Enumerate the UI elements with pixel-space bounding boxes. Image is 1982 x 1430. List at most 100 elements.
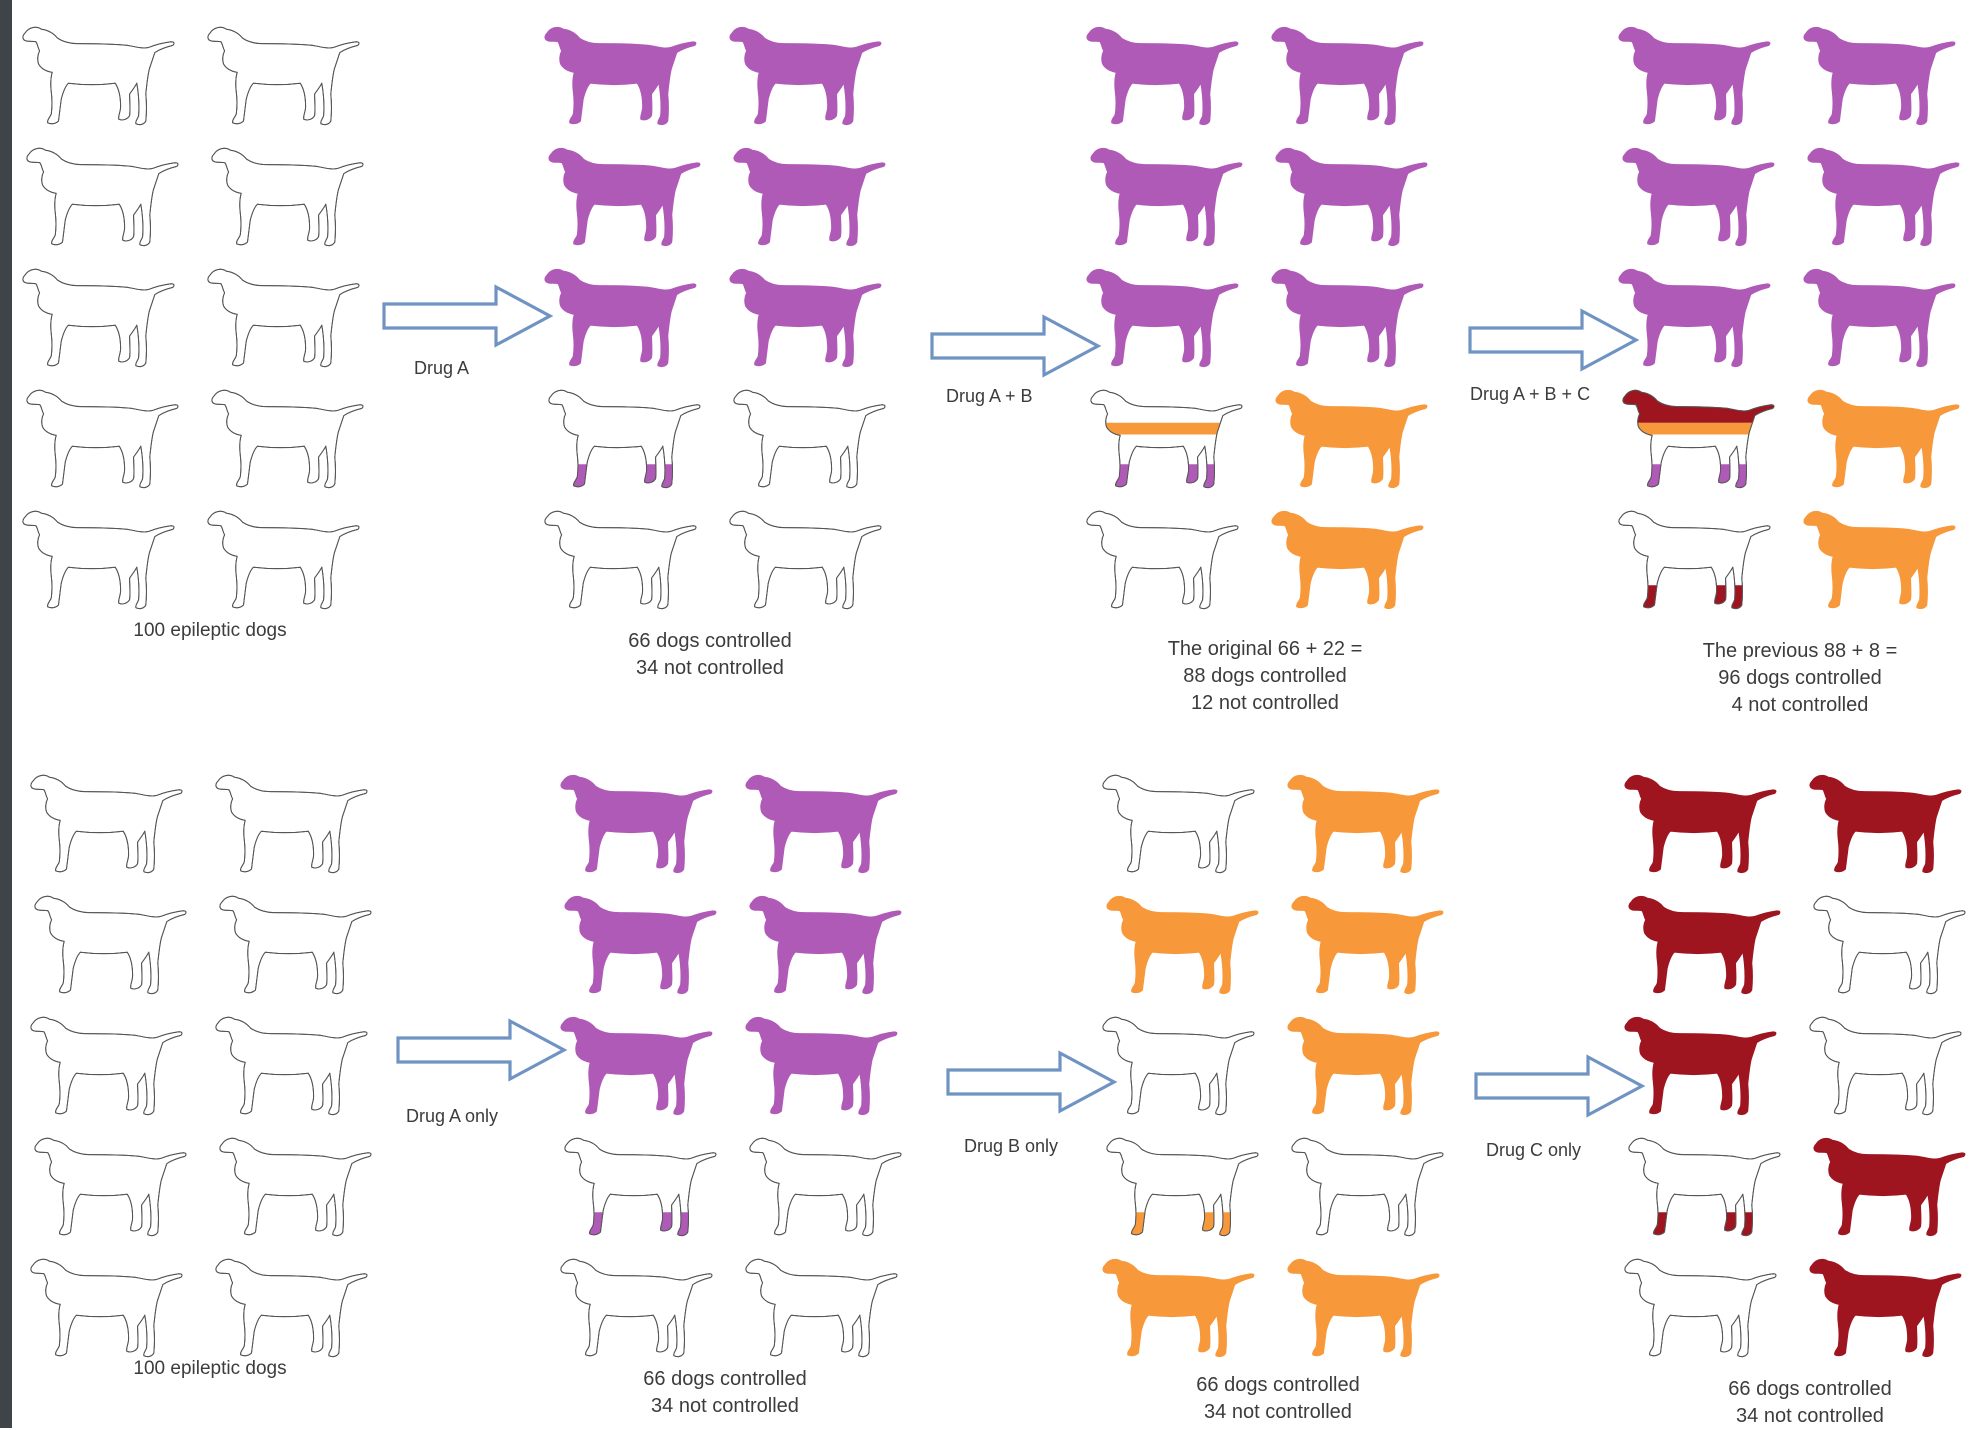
dog-silhouette-icon <box>1276 390 1427 487</box>
dog-silhouette-icon <box>1625 1017 1776 1114</box>
dog-silhouette-icon <box>549 148 700 245</box>
dog-silhouette-icon <box>1288 1259 1439 1356</box>
dog-silhouette-icon <box>1276 148 1427 245</box>
dog-silhouette-icon <box>746 1017 897 1114</box>
dog-silhouette-icon <box>1087 27 1238 124</box>
caption-row1-panel3: The original 66 + 22 = 88 dogs controlle… <box>1110 636 1420 717</box>
caption-line: The original 66 + 22 = <box>1110 636 1420 663</box>
caption-line: 66 dogs controlled <box>1128 1372 1428 1399</box>
hollow-right-arrow-icon <box>932 317 1098 375</box>
dog-silhouette-icon <box>216 1017 367 1114</box>
dog-silhouette-icon <box>561 775 712 872</box>
hollow-right-arrow-icon <box>398 1021 564 1079</box>
dog-silhouette-icon <box>1288 775 1439 872</box>
dog-silhouette-icon <box>1103 775 1254 872</box>
caption-line: 34 not controlled <box>575 1393 875 1420</box>
dog-silhouette-icon <box>565 1138 716 1235</box>
caption-line: 34 not controlled <box>560 655 860 682</box>
dog-silhouette-icon <box>746 775 897 872</box>
dog-silhouette-icon <box>750 1138 901 1235</box>
arrow-label-drug-c-only: Drug C only <box>1486 1140 1581 1161</box>
dog-silhouette-icon <box>1623 390 1774 487</box>
dog-silhouette-icon <box>1272 27 1423 124</box>
arrow-label-drug-a-only: Drug A only <box>406 1106 498 1127</box>
dog-silhouette-icon <box>35 1138 186 1235</box>
caption-line: 4 not controlled <box>1650 692 1950 719</box>
dog-silhouette-icon <box>545 511 696 608</box>
caption-row1-panel4: The previous 88 + 8 = 96 dogs controlled… <box>1650 638 1950 719</box>
dog-silhouette-icon <box>1292 1138 1443 1235</box>
dog-silhouette-icon <box>1619 27 1770 124</box>
dog-silhouette-icon <box>220 1138 371 1235</box>
dog-silhouette-icon <box>1810 1017 1961 1114</box>
dog-silhouette-icon <box>1808 390 1959 487</box>
dog-silhouette-icon <box>1629 896 1780 993</box>
dog-silhouette-icon <box>1625 1259 1776 1356</box>
dog-silhouette-icon <box>23 269 174 366</box>
dog-silhouette-icon <box>35 896 186 993</box>
dog-silhouette-icon <box>1103 1259 1254 1356</box>
caption-row1-panel2: 66 dogs controlled 34 not controlled <box>560 628 860 682</box>
dog-silhouette-icon <box>1288 1017 1439 1114</box>
dog-silhouette-icon <box>1810 1259 1961 1356</box>
caption-row2-panel1: 100 epileptic dogs <box>60 1356 360 1382</box>
caption-row2-panel2: 66 dogs controlled 34 not controlled <box>575 1366 875 1420</box>
hollow-right-arrow-icon <box>1476 1057 1642 1115</box>
dog-silhouette-icon <box>27 148 178 245</box>
dog-silhouette-icon <box>1619 511 1770 608</box>
dog-silhouette-icon <box>1107 1138 1258 1235</box>
dog-silhouette-icon <box>561 1259 712 1356</box>
hollow-right-arrow-icon <box>1470 311 1636 369</box>
dog-silhouette-icon <box>565 896 716 993</box>
caption-line: 66 dogs controlled <box>575 1366 875 1393</box>
dog-silhouette-icon <box>216 775 367 872</box>
dog-silhouette-icon <box>216 1259 367 1356</box>
dog-silhouette-icon <box>1804 27 1955 124</box>
hollow-right-arrow-icon <box>384 287 550 345</box>
dog-silhouette-icon <box>1814 1138 1965 1235</box>
caption-line: 12 not controlled <box>1110 690 1420 717</box>
caption-line: 88 dogs controlled <box>1110 663 1420 690</box>
dog-silhouette-icon <box>1814 896 1965 993</box>
dog-silhouette-icon <box>31 1017 182 1114</box>
dog-silhouette-icon <box>1091 148 1242 245</box>
dog-silhouette-icon <box>734 390 885 487</box>
hollow-right-arrow-icon <box>948 1053 1114 1111</box>
caption-line: 34 not controlled <box>1128 1399 1428 1426</box>
dog-silhouette-icon <box>1804 511 1955 608</box>
arrow-label-drug-a-b-c: Drug A + B + C <box>1470 384 1590 405</box>
caption-line: The previous 88 + 8 = <box>1650 638 1950 665</box>
caption-line: 66 dogs controlled <box>560 628 860 655</box>
dog-silhouette-icon <box>549 390 700 487</box>
dog-silhouette-icon <box>31 1259 182 1356</box>
dog-silhouette-icon <box>31 775 182 872</box>
caption-line: 100 epileptic dogs <box>60 1356 360 1382</box>
dog-silhouette-icon <box>1629 1138 1780 1235</box>
caption-line: 100 epileptic dogs <box>60 618 360 644</box>
caption-line: 34 not controlled <box>1660 1403 1960 1430</box>
dog-silhouette-icon <box>1810 775 1961 872</box>
dog-silhouette-icon <box>1087 511 1238 608</box>
dog-silhouette-icon <box>1804 269 1955 366</box>
dog-silhouette-icon <box>1107 896 1258 993</box>
dog-silhouette-icon <box>212 390 363 487</box>
dog-silhouette-icon <box>23 27 174 124</box>
dog-silhouette-icon <box>1625 775 1776 872</box>
dog-silhouette-icon <box>545 27 696 124</box>
caption-row1-panel1: 100 epileptic dogs <box>60 618 360 644</box>
dog-silhouette-icon <box>208 511 359 608</box>
dog-silhouette-icon <box>1087 269 1238 366</box>
dog-silhouette-icon <box>746 1259 897 1356</box>
dog-silhouette-icon <box>212 148 363 245</box>
dog-silhouette-icon <box>1103 1017 1254 1114</box>
dog-silhouette-icon <box>1091 390 1242 487</box>
dog-silhouette-icon <box>1292 896 1443 993</box>
dog-silhouette-icon <box>730 511 881 608</box>
arrow-label-drug-a: Drug A <box>414 358 469 379</box>
arrow-label-drug-b-only: Drug B only <box>964 1136 1058 1157</box>
dog-silhouette-icon <box>730 27 881 124</box>
dog-silhouette-icon <box>208 269 359 366</box>
dog-silhouette-icon <box>1272 269 1423 366</box>
dog-silhouette-icon <box>1623 148 1774 245</box>
dog-silhouette-icon <box>750 896 901 993</box>
